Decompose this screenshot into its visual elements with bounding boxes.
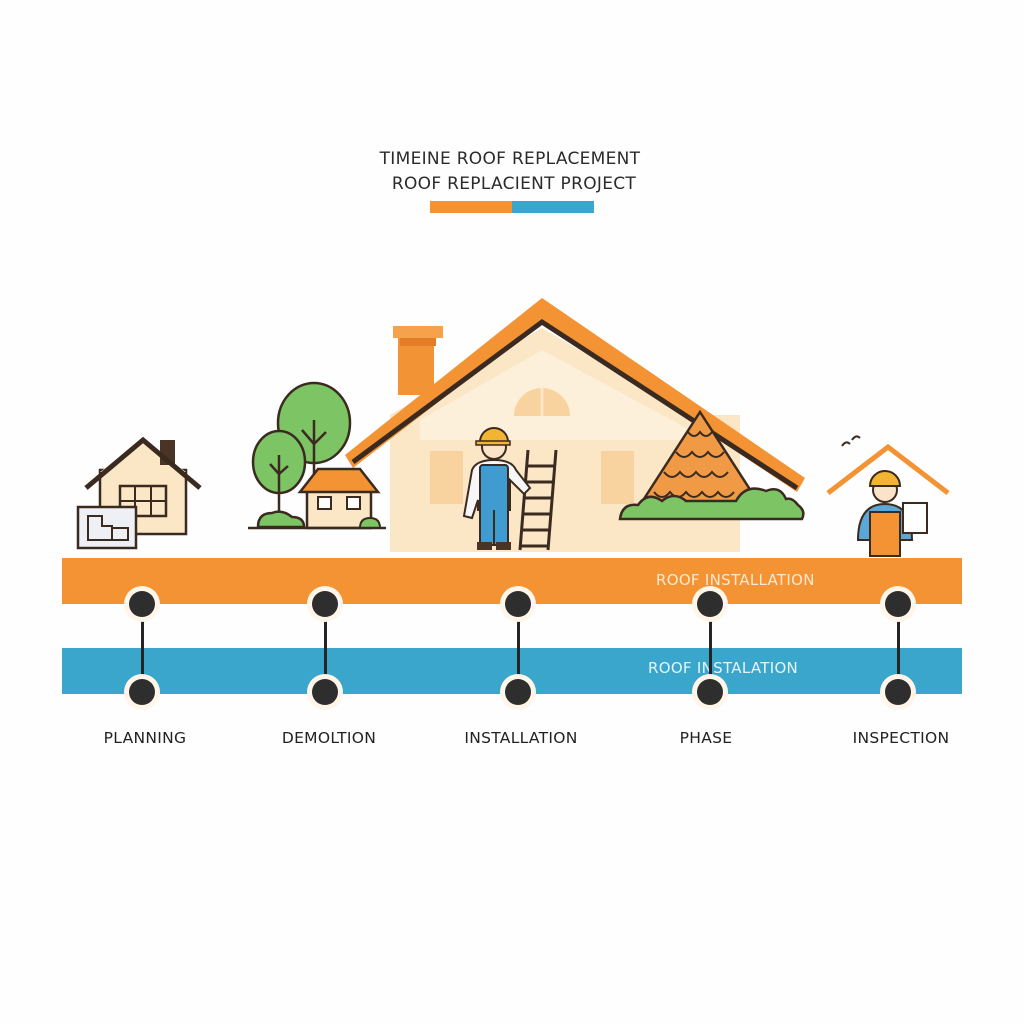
- small-house-icon: [248, 467, 386, 530]
- milestone-stem: [517, 604, 520, 692]
- blueprint-icon: [76, 505, 138, 550]
- milestone-stem: [324, 604, 327, 692]
- milestone-stem: [897, 604, 900, 692]
- track-blue-label: ROOF INSTALATION: [648, 659, 799, 677]
- legend-blue-segment: [512, 201, 594, 213]
- milestone-dot-bottom[interactable]: [505, 679, 531, 705]
- milestone-dot-top[interactable]: [697, 591, 723, 617]
- worker-icon: [462, 427, 558, 551]
- title-line-1: TIMEINE ROOF REPLACEMENT: [379, 149, 641, 169]
- legend-bar: [430, 201, 594, 213]
- milestone-dot-top[interactable]: [129, 591, 155, 617]
- milestone-dot-top[interactable]: [885, 591, 911, 617]
- inspector-icon: [826, 435, 950, 557]
- main-house-icon: [345, 298, 805, 552]
- milestone-dot-top[interactable]: [312, 591, 338, 617]
- shingles-icon: [618, 409, 805, 521]
- title-line-2: ROOF REPLACIENT PROJECT: [391, 174, 637, 194]
- milestone-dot-bottom[interactable]: [885, 679, 911, 705]
- milestone-dot-bottom[interactable]: [697, 679, 723, 705]
- tree-icon: [251, 381, 352, 529]
- milestone-stem: [709, 604, 712, 692]
- phase-label: PLANNING: [103, 729, 187, 747]
- milestone-dot-top[interactable]: [505, 591, 531, 617]
- track-orange-label: ROOF INSTALLATION: [656, 571, 815, 589]
- planning-house-icon: [84, 436, 202, 536]
- milestone-dot-bottom[interactable]: [129, 679, 155, 705]
- milestone-dot-bottom[interactable]: [312, 679, 338, 705]
- phase-label: DEMOLTION: [281, 729, 377, 747]
- phase-label: INSPECTION: [852, 729, 950, 747]
- phase-label: PHASE: [679, 729, 733, 747]
- milestone-stem: [141, 604, 144, 692]
- phase-label: INSTALLATION: [464, 729, 578, 747]
- legend-orange-segment: [430, 201, 512, 213]
